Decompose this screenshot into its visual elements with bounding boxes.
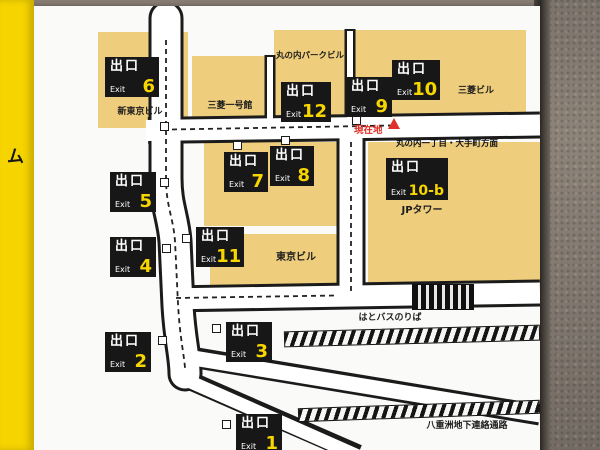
entrance-marker bbox=[160, 178, 169, 187]
entrance-marker bbox=[160, 122, 169, 131]
exit-box-9: 出口 Exit 9 bbox=[346, 77, 392, 117]
exit-jp-label: 出口 bbox=[275, 148, 306, 163]
exit-jp-label: 出口 bbox=[110, 59, 141, 74]
building-label-marunouchi-park: 丸の内パークビル bbox=[275, 51, 344, 61]
exit-box-3: 出口 Exit 3 bbox=[226, 322, 272, 362]
exit-number: 12 bbox=[301, 100, 327, 122]
area-label-hato-bus: はとバスのりば bbox=[358, 313, 422, 323]
current-location-triangle-icon bbox=[388, 118, 400, 129]
exit-en-label: Exit bbox=[115, 200, 131, 209]
exit-number: 9 bbox=[375, 95, 388, 117]
building-label-jp-tower: JPタワー bbox=[401, 205, 443, 216]
exit-en-label: Exit bbox=[351, 105, 367, 114]
exit-number: 8 bbox=[297, 164, 310, 186]
entrance-marker bbox=[162, 244, 171, 253]
exit-jp-label: 出口 bbox=[286, 84, 317, 99]
exit-en-label: Exit bbox=[201, 255, 217, 264]
exit-en-label: Exit bbox=[275, 174, 291, 183]
hato-bus-stand bbox=[412, 284, 474, 310]
exit-box-4: 出口 Exit 4 bbox=[110, 237, 156, 277]
exit-jp-label: 出口 bbox=[241, 416, 272, 431]
exit-en-label: Exit bbox=[391, 188, 407, 197]
exit-en-label: Exit bbox=[241, 442, 257, 450]
exit-number: 3 bbox=[255, 340, 268, 362]
exit-number: 10 bbox=[412, 78, 438, 100]
exit-number: 7 bbox=[251, 170, 264, 192]
entrance-marker bbox=[233, 141, 242, 150]
entrance-marker bbox=[212, 324, 221, 333]
building-label-shin-tokyo: 新東京ビル bbox=[117, 107, 163, 117]
exit-en-label: Exit bbox=[229, 180, 245, 189]
exit-jp-label: 出口 bbox=[397, 62, 428, 77]
current-location-label: 現在地 bbox=[354, 125, 383, 136]
exit-jp-label: 出口 bbox=[115, 239, 146, 254]
exit-jp-label: 出口 bbox=[231, 324, 262, 339]
exit-jp-label: 出口 bbox=[351, 79, 382, 94]
exit-number: 10-b bbox=[408, 182, 444, 199]
exit-box-1: 出口 Exit 1 bbox=[236, 414, 282, 450]
exit-number: 2 bbox=[134, 350, 147, 372]
exit-box-6: 出口 Exit 6 bbox=[105, 57, 159, 97]
direction-note: 丸の内一丁目・大手町方面 bbox=[396, 139, 499, 149]
exit-jp-label: 出口 bbox=[115, 174, 146, 189]
underground-passage-dashes bbox=[165, 40, 393, 369]
exit-en-label: Exit bbox=[286, 110, 302, 119]
entrance-marker bbox=[281, 136, 290, 145]
exit-jp-label: 出口 bbox=[110, 334, 141, 349]
exit-number: 6 bbox=[142, 75, 155, 97]
exit-number: 1 bbox=[265, 432, 278, 450]
building-label-tokyo: 東京ビル bbox=[276, 252, 316, 263]
exit-jp-label: 出口 bbox=[201, 229, 232, 244]
exit-en-label: Exit bbox=[115, 265, 131, 274]
exit-box-5: 出口 Exit 5 bbox=[110, 172, 156, 212]
building-label-mitsubishi: 三菱ビル bbox=[457, 86, 494, 96]
side-strip-text: ム bbox=[7, 147, 24, 167]
exit-box-2: 出口 Exit 2 bbox=[105, 332, 151, 372]
building-mitsubishi-ichigokan bbox=[192, 56, 266, 118]
exit-jp-label: 出口 bbox=[391, 160, 422, 175]
exit-en-label: Exit bbox=[231, 350, 247, 359]
building-label-mitsubishi-ichigokan: 三菱一号館 bbox=[207, 101, 253, 111]
exit-en-label: Exit bbox=[397, 88, 413, 97]
exit-en-label: Exit bbox=[110, 85, 126, 94]
entrance-marker bbox=[182, 234, 191, 243]
exit-box-7: 出口 Exit 7 bbox=[224, 152, 268, 192]
map-panel: 丸の内パークビル 新東京ビル 三菱一号館 三菱ビル JPタワー 東京ビル はとバ… bbox=[34, 6, 540, 450]
entrance-marker bbox=[158, 336, 167, 345]
exit-number: 11 bbox=[216, 245, 242, 267]
exit-en-label: Exit bbox=[110, 360, 126, 369]
exit-box-8: 出口 Exit 8 bbox=[270, 146, 314, 186]
exit-jp-label: 出口 bbox=[229, 154, 260, 169]
exit-number: 5 bbox=[139, 190, 152, 212]
yellow-side-strip: ム bbox=[0, 0, 34, 450]
wall-background bbox=[544, 0, 600, 450]
exit-number: 4 bbox=[139, 255, 152, 277]
area-label-yaesu-passage: 八重洲地下連絡通路 bbox=[426, 421, 508, 431]
entrance-marker bbox=[222, 420, 231, 429]
street-lower bbox=[164, 282, 540, 310]
